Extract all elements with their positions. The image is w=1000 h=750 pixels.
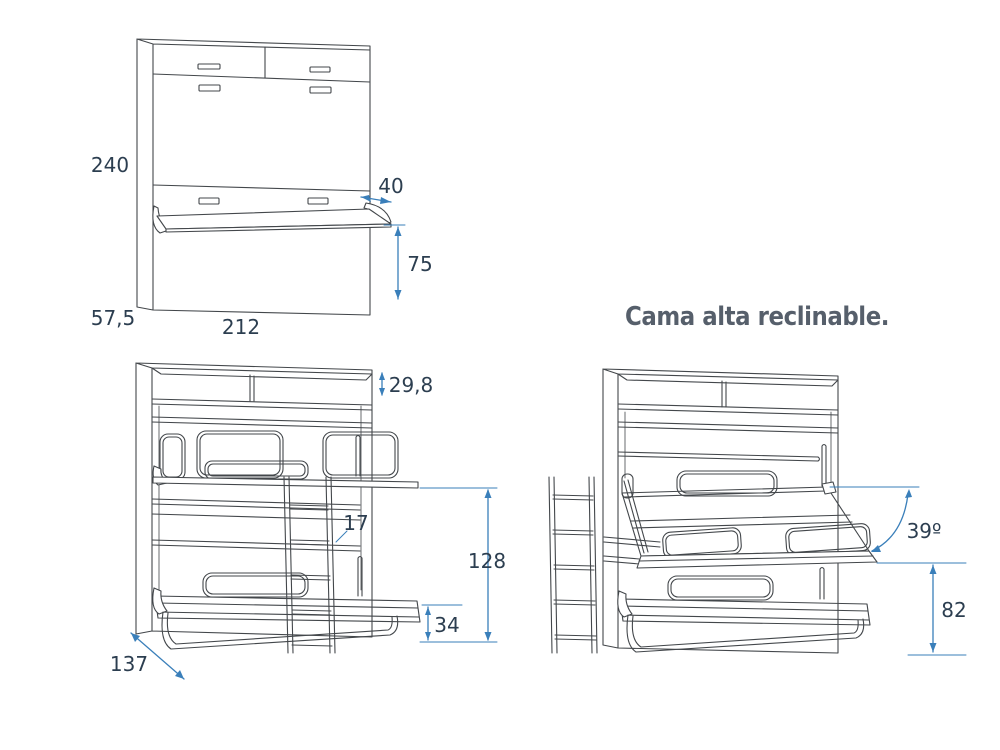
support-frame <box>161 611 399 650</box>
gas-strut-pole <box>355 434 361 477</box>
ladder <box>283 476 336 654</box>
dim-desk-depth <box>360 195 392 204</box>
dim-bed-edge-height <box>876 562 967 656</box>
lower-bed <box>617 566 871 653</box>
bed-board-edge <box>636 550 878 569</box>
support-frame <box>626 614 865 653</box>
dim-label-bed-edge-height: 82 <box>941 598 967 622</box>
middle-shelves <box>603 451 821 567</box>
mesh-base <box>621 486 870 557</box>
dim-recline-angle <box>829 486 920 552</box>
cabinet-body <box>136 38 371 316</box>
dim-label-recline-angle: 39º <box>906 519 942 543</box>
fold-out-desk <box>152 202 392 234</box>
top-cubbies <box>617 373 839 434</box>
dim-label-top-shelf-height: 29,8 <box>388 373 434 397</box>
dim-desk-height <box>383 224 406 300</box>
dim-label-width: 212 <box>221 315 261 339</box>
middle-shelves <box>151 498 361 552</box>
door-handles <box>197 63 332 205</box>
dim-label-open-depth: 137 <box>109 652 149 676</box>
closed-cabinet-view <box>136 38 406 316</box>
dim-label-shelf-gap: 17 <box>343 511 369 535</box>
shelf-gap-leader <box>335 530 348 543</box>
open-bunkbed-view <box>130 362 498 680</box>
slatted-base <box>619 598 871 626</box>
dim-label-lower-bed-height: 34 <box>434 613 460 637</box>
reclined-upper-bed <box>621 470 878 569</box>
dim-upper-bed-height <box>419 487 498 643</box>
dim-label-desk-height: 75 <box>407 252 433 276</box>
upper-bunk <box>152 430 419 489</box>
dim-top-shelf-height <box>379 372 385 396</box>
reclined-bed-caption: Cama alta reclinable. <box>624 302 890 332</box>
lower-bed <box>152 555 421 650</box>
top-cubbies <box>151 367 373 429</box>
standalone-ladder <box>548 476 598 654</box>
upper-bed-platform <box>152 476 419 489</box>
guard-rails <box>159 430 399 481</box>
cabinet-body <box>602 368 839 654</box>
reclined-bed-view <box>548 368 967 656</box>
gas-strut-pole <box>357 555 363 597</box>
dim-lower-bed-height <box>421 604 463 641</box>
pivot-bracket <box>821 481 837 495</box>
dim-label-total-height: 240 <box>90 153 130 177</box>
dim-label-upper-bed-height: 128 <box>467 549 507 573</box>
dim-label-desk-depth: 40 <box>378 174 404 198</box>
dim-label-closed-depth: 57,5 <box>90 306 136 330</box>
dim-open-depth <box>130 632 185 680</box>
gas-strut-pole <box>819 566 825 600</box>
gas-strut-pole <box>821 443 827 487</box>
